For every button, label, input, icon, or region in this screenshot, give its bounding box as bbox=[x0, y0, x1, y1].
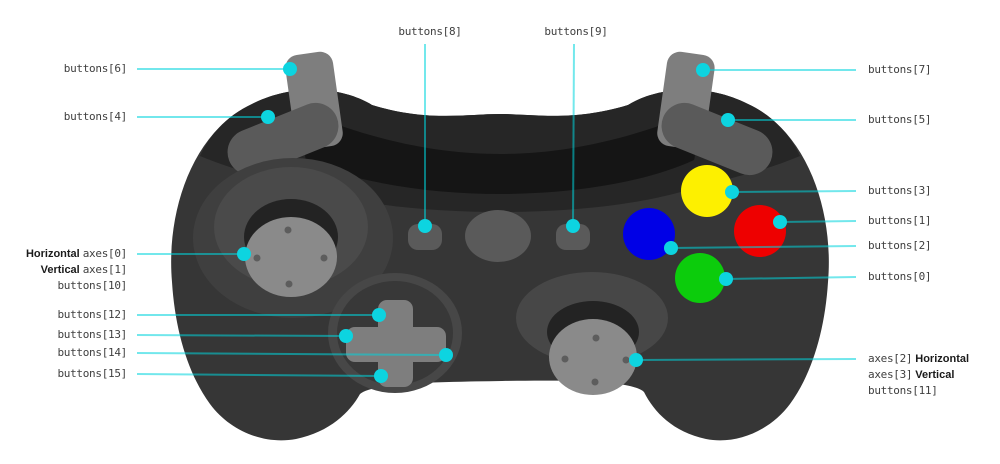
leader-line-buttons1 bbox=[779, 220, 857, 223]
leader-dot-buttons9 bbox=[566, 219, 580, 233]
label-right-stick: axes[2]Horizontal axes[3]Vertical button… bbox=[868, 351, 972, 399]
leader-dot-buttons6 bbox=[283, 62, 297, 76]
leader-line-right-stick bbox=[635, 358, 857, 361]
label-buttons-9: buttons[9] bbox=[544, 25, 608, 38]
left-stick-cap bbox=[245, 217, 337, 297]
label-buttons-12: buttons[12] bbox=[57, 308, 127, 321]
leader-dots bbox=[237, 62, 787, 383]
leader-line-buttons13 bbox=[136, 334, 347, 337]
label-buttons-8: buttons[8] bbox=[398, 25, 462, 38]
dpad-cross bbox=[346, 300, 446, 387]
leader-dot-buttons14 bbox=[439, 348, 453, 362]
label-right-stick-press: buttons[11] bbox=[868, 384, 938, 397]
leader-dot-buttons7 bbox=[696, 63, 710, 77]
right-stick-cap-dots bbox=[561, 334, 630, 386]
label-buttons-0: buttons[0] bbox=[868, 270, 932, 283]
label-buttons-15: buttons[15] bbox=[57, 367, 127, 380]
face-button-0-green bbox=[675, 253, 725, 303]
label-left-stick-press: buttons[10] bbox=[57, 279, 127, 292]
leader-dot-buttons3 bbox=[725, 185, 739, 199]
leader-line-buttons14 bbox=[136, 352, 447, 356]
label-right-stick-vertical: axes[3]Vertical bbox=[868, 368, 955, 381]
leader-lines bbox=[136, 43, 857, 377]
guide-button bbox=[465, 210, 531, 262]
leader-line-buttons2 bbox=[670, 245, 857, 249]
leader-dot-buttons4 bbox=[261, 110, 275, 124]
label-buttons-2: buttons[2] bbox=[868, 239, 932, 252]
leader-line-buttons3 bbox=[731, 190, 857, 193]
back-button bbox=[408, 224, 442, 250]
right-stick-cap bbox=[549, 319, 637, 395]
leader-dot-left-stick bbox=[237, 247, 251, 261]
leader-line-buttons0 bbox=[725, 276, 857, 280]
left-stick-cap-dots bbox=[253, 226, 328, 288]
saddle-shade bbox=[305, 122, 695, 194]
face-button-3-yellow bbox=[681, 165, 733, 217]
label-buttons-14: buttons[14] bbox=[57, 346, 127, 359]
leader-dot-buttons0 bbox=[719, 272, 733, 286]
leader-dot-right-stick bbox=[629, 353, 643, 367]
face-button-1-red bbox=[734, 205, 786, 257]
label-buttons-6: buttons[6] bbox=[63, 62, 128, 75]
label-right-stick-horizontal: axes[2]Horizontal bbox=[868, 352, 970, 365]
label-buttons-7: buttons[7] bbox=[868, 63, 932, 76]
leader-line-buttons9 bbox=[572, 43, 575, 227]
leader-dot-buttons15 bbox=[374, 369, 388, 383]
leader-dot-buttons5 bbox=[721, 113, 735, 127]
label-buttons-4: buttons[4] bbox=[63, 110, 128, 123]
start-button bbox=[556, 224, 590, 250]
leader-dot-buttons1 bbox=[773, 215, 787, 229]
label-buttons-3: buttons[3] bbox=[868, 184, 932, 197]
leader-dot-buttons8 bbox=[418, 219, 432, 233]
right-bumper-button bbox=[661, 102, 773, 176]
face-button-2-blue bbox=[623, 208, 675, 260]
leader-dot-buttons13 bbox=[339, 329, 353, 343]
leader-dot-buttons12 bbox=[372, 308, 386, 322]
leader-dot-buttons2 bbox=[664, 241, 678, 255]
left-bumper-button bbox=[227, 102, 339, 176]
leader-line-buttons15 bbox=[136, 373, 382, 377]
label-buttons-1: buttons[1] bbox=[868, 214, 932, 227]
label-buttons-5: buttons[5] bbox=[868, 113, 932, 126]
label-buttons-13: buttons[13] bbox=[57, 328, 127, 341]
